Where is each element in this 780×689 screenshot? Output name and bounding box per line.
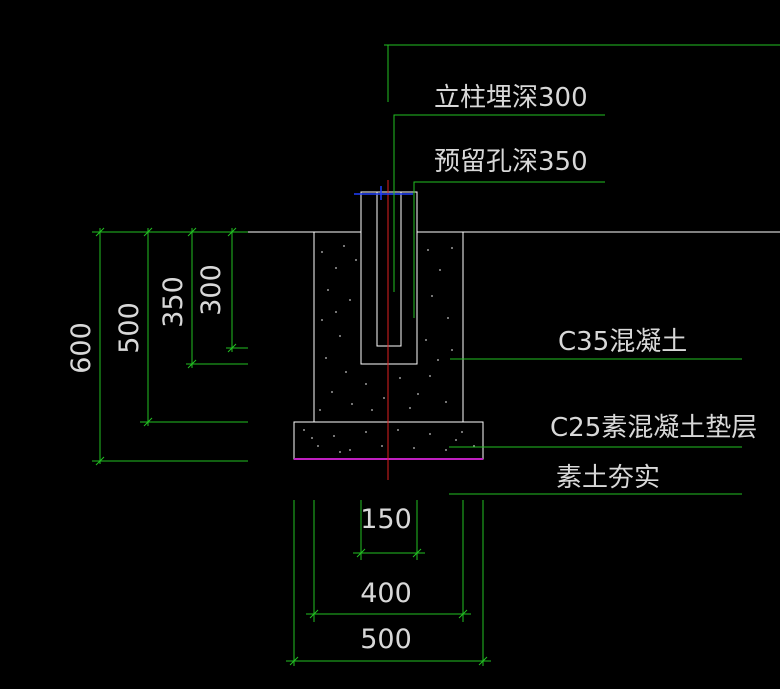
leader-lines — [384, 44, 780, 495]
label-concrete-c35: C35混凝土 — [558, 327, 687, 357]
dim-text-500-vertical: 500 — [114, 302, 145, 354]
label-compacted-soil: 素土夯实 — [556, 463, 660, 493]
dim-text-350: 350 — [158, 276, 189, 328]
label-reserved-hole-depth: 预留孔深350 — [434, 147, 588, 177]
dim-text-600: 600 — [66, 322, 97, 374]
dim-text-500-horizontal: 500 — [360, 624, 412, 655]
dim-text-400: 400 — [360, 578, 412, 609]
dim-text-300: 300 — [196, 264, 227, 316]
horizontal-dimensions — [286, 500, 491, 666]
label-cushion-c25: C25素混凝土垫层 — [550, 413, 757, 443]
vertical-dimensions — [92, 227, 248, 466]
label-post-embed-depth: 立柱埋深300 — [434, 83, 588, 113]
dim-text-150: 150 — [360, 504, 412, 535]
ground-marker — [354, 186, 413, 200]
concrete-hatch — [303, 245, 475, 453]
